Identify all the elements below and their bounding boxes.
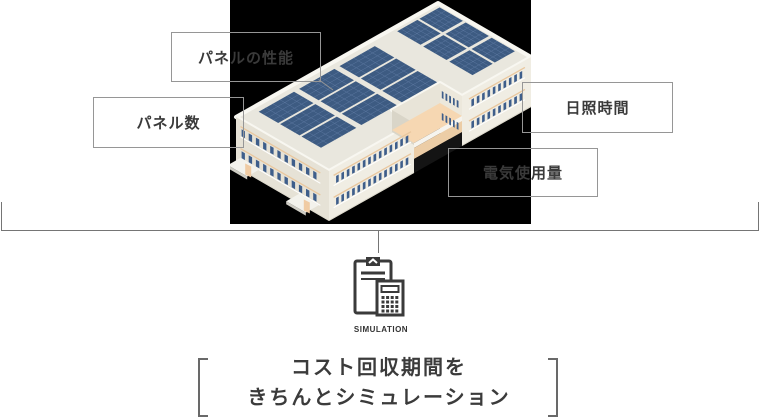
label-panel-performance-text: パネルの性能 xyxy=(197,49,294,67)
label-electricity-usage-text: 電気使用量 xyxy=(482,165,563,182)
label-sunshine-hours-text: 日照時間 xyxy=(565,100,630,117)
conclusion-text: コスト回収期間を きちんとシミュレーション xyxy=(200,353,558,413)
clipboard-clip xyxy=(366,257,380,266)
clipboard-calculator-icon xyxy=(353,257,405,317)
label-sunshine-hours: 日照時間 xyxy=(522,82,673,133)
label-panel-performance: パネルの性能 xyxy=(171,32,321,82)
right-corner-bracket xyxy=(548,358,558,417)
label-panel-count-text: パネル数 xyxy=(136,115,201,132)
simulation-caption: SIMULATION xyxy=(353,325,409,334)
left-corner-bracket xyxy=(198,358,208,417)
calculator-keys xyxy=(381,296,399,313)
label-panel-count: パネル数 xyxy=(93,97,244,148)
label-electricity-usage: 電気使用量 xyxy=(448,148,598,197)
bracket-stem xyxy=(378,230,379,253)
solar-building-illustration xyxy=(230,0,531,224)
gathering-bracket xyxy=(1,202,759,231)
conclusion-line1: コスト回収期間を xyxy=(291,357,467,379)
conclusion-line2: きちんとシミュレーション xyxy=(247,387,511,409)
